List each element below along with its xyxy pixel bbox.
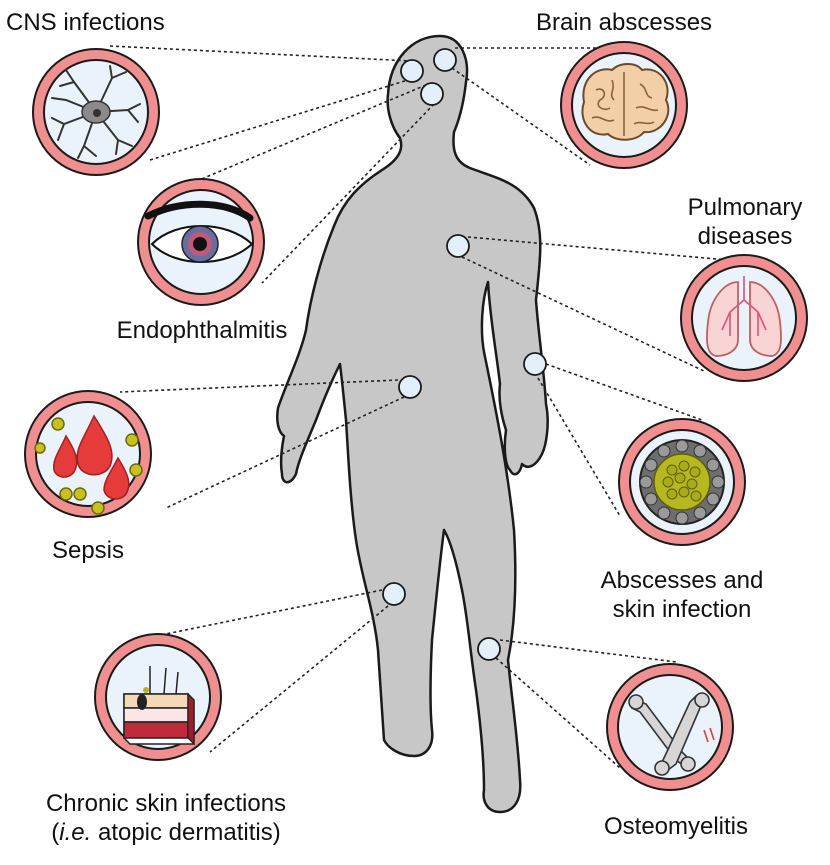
neuron-icon	[32, 48, 160, 176]
brain-icon	[560, 41, 688, 169]
connector-osteo-2	[495, 657, 621, 769]
connector-lines	[109, 45, 729, 769]
label-chronic-open-paren: (	[51, 819, 60, 846]
connector-sepsis-2	[165, 396, 405, 509]
blood-drops-icon	[24, 390, 152, 518]
eye-icon	[137, 178, 265, 306]
marker-cns	[400, 59, 424, 83]
label-pulmonary-line1: Pulmonary	[687, 194, 803, 221]
label-cns-infections: CNS infections	[6, 9, 165, 36]
connector-pulm-2	[461, 256, 707, 373]
label-chronic-rest: atopic dermatitis)	[91, 819, 281, 846]
skin-layers-icon	[94, 633, 222, 761]
connector-pulm-1	[467, 236, 729, 261]
abscess-icon	[618, 418, 746, 546]
connector-chronic-2	[209, 605, 389, 753]
connector-cns-2	[149, 78, 412, 161]
connector-eye-2	[261, 103, 435, 284]
label-chronic-ie: i.e.	[59, 819, 92, 846]
marker-abscess	[523, 352, 547, 376]
label-pulmonary-diseases: Pulmonary diseases	[688, 193, 803, 251]
connector-brain-2	[451, 67, 591, 166]
label-pulmonary-line2: diseases	[697, 223, 793, 250]
label-chronic-line1: Chronic skin infections	[45, 790, 287, 817]
human-silhouette	[276, 34, 549, 814]
marker-eye	[420, 82, 444, 106]
label-abscesses-line1: Abscesses and	[600, 567, 764, 594]
marker-sepsis	[398, 375, 422, 399]
label-endophthalmitis: Endophthalmitis	[116, 317, 288, 344]
marker-lungs	[446, 234, 470, 258]
label-abscesses-skin-infection: Abscesses and skin infection	[601, 566, 764, 624]
bones-icon	[606, 663, 734, 791]
label-chronic-skin-infections: Chronic skin infections (i.e. atopic der…	[46, 789, 286, 847]
label-chronic-line2: (i.e. atopic dermatitis)	[46, 818, 286, 847]
site-markers	[382, 48, 547, 661]
marker-osteo	[477, 637, 501, 661]
connector-osteo-1	[499, 639, 677, 663]
connector-abs-1	[545, 363, 703, 421]
marker-brain	[433, 48, 457, 72]
label-abscesses-line2: skin infection	[612, 596, 752, 623]
label-sepsis: Sepsis	[51, 537, 125, 564]
lungs-icon	[680, 254, 808, 382]
connector-cns-1	[109, 45, 412, 62]
connector-sepsis-1	[119, 379, 399, 393]
label-osteomyelitis: Osteomyelitis	[603, 813, 749, 840]
connector-chronic-1	[155, 589, 383, 637]
connector-eye-1	[179, 84, 427, 189]
label-brain-abscesses: Brain abscesses	[535, 9, 713, 36]
connector-abs-2	[537, 377, 621, 517]
marker-chronic	[382, 582, 406, 606]
